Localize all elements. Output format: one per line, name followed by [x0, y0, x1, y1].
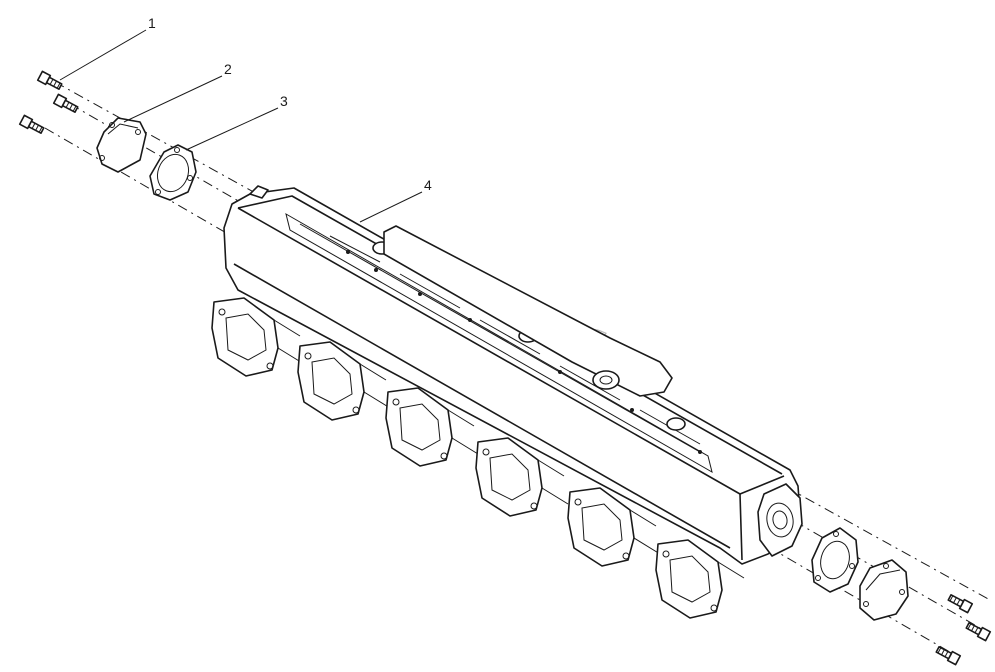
callout-1: 1 — [59, 15, 156, 81]
runner-5 — [567, 487, 661, 567]
bolt-right-middle — [965, 621, 992, 642]
runner-1 — [211, 297, 305, 377]
callout-4: 4 — [359, 177, 432, 223]
callout-3-label: 3 — [280, 93, 288, 109]
callout-2-label: 2 — [224, 61, 232, 77]
bolt-left-top — [36, 70, 63, 91]
bolt-right-bottom — [935, 645, 962, 666]
bolt-left-bottom — [18, 114, 45, 135]
runner-2 — [297, 341, 391, 421]
manifold-runners — [211, 297, 745, 619]
cover-plate-left — [96, 117, 147, 173]
runner-4 — [475, 437, 569, 517]
runner-6 — [655, 539, 745, 619]
bolt-left-middle — [52, 93, 79, 114]
callout-1-label: 1 — [148, 15, 156, 31]
callout-2: 2 — [123, 61, 232, 123]
callout-3: 3 — [185, 93, 288, 151]
cover-plate-right — [859, 559, 909, 621]
bolt-right-top — [947, 593, 974, 614]
callout-4-label: 4 — [424, 177, 432, 193]
exhaust-manifold — [223, 185, 803, 565]
gasket-right — [811, 527, 859, 593]
runner-3 — [385, 387, 479, 467]
gasket-left — [149, 144, 197, 201]
